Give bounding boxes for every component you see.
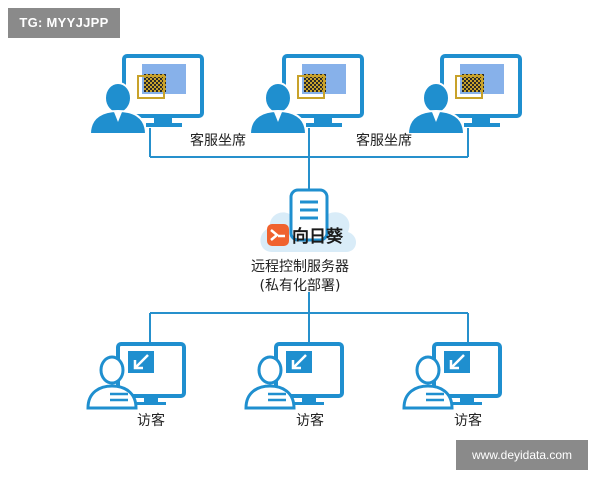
server-brand-label: 向日葵 (292, 227, 343, 247)
visitor-computer-icon (402, 342, 502, 410)
visitor-label: 访客 (296, 413, 324, 429)
agents-label-left: 客服坐席 (190, 133, 246, 149)
top-connectors (149, 128, 469, 190)
visitor-label: 访客 (454, 413, 482, 429)
visitor-computer-icon (86, 342, 186, 410)
server-subtitle: (私有化部署) (259, 278, 341, 294)
watermark-tag: TG: MYYJJPP (8, 8, 120, 38)
agents-label-right: 客服坐席 (356, 133, 412, 149)
visitor-label: 访客 (137, 413, 165, 429)
agent-workstation-icon (88, 54, 204, 135)
agent-workstation-icon (406, 54, 522, 135)
agent-workstation-icon (248, 54, 364, 135)
visitor-computer-icon (244, 342, 344, 410)
bottom-connectors (149, 292, 469, 344)
watermark-site: www.deyidata.com (456, 440, 588, 470)
server-title: 远程控制服务器 (251, 259, 349, 275)
